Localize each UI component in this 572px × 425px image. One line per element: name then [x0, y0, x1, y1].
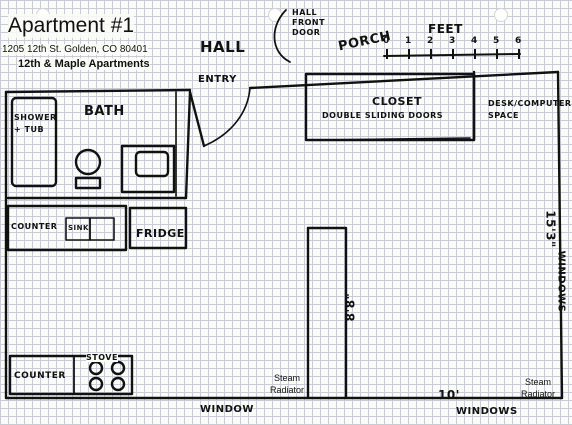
scale-tick — [474, 49, 476, 59]
scale-tick-label: 5 — [493, 36, 500, 46]
label-window-left: WINDOW — [200, 404, 254, 415]
label-shower-tub: SHOWER + TUB — [14, 113, 57, 134]
label-closet: CLOSET — [372, 95, 422, 108]
bath-sink-basin — [134, 150, 170, 178]
toilet-bowl — [74, 148, 102, 176]
scale-tick-label: 6 — [515, 36, 522, 46]
scale-tick-label: 1 — [405, 36, 412, 46]
toilet-tank — [74, 176, 102, 190]
wall-right — [556, 70, 564, 400]
scale-tick — [452, 49, 454, 59]
label-steam-radiator-left: Steam Radiator — [269, 373, 305, 395]
scale-tick-label: 2 — [427, 36, 434, 46]
wall-top-right — [248, 70, 560, 90]
dimension-height: 8'8" — [343, 292, 358, 322]
scale-tick — [496, 49, 498, 59]
label-sink: SINK — [68, 224, 89, 232]
counter-top-outline — [6, 204, 128, 252]
apartment-complex: 12th & Maple Apartments — [18, 58, 150, 70]
shower-tub-outline — [10, 96, 58, 188]
label-counter-bottom: COUNTER — [14, 371, 66, 381]
label-closet-doors: DOUBLE SLIDING DOORS — [322, 111, 444, 120]
apartment-title: Apartment #1 — [8, 14, 135, 38]
label-feet: FEET — [428, 22, 463, 36]
label-steam-radiator-right: Steam Radiator — [520, 377, 556, 399]
burner-3 — [88, 376, 104, 392]
scale-tick — [408, 49, 410, 59]
dimension-side: 15'3" — [543, 210, 558, 248]
bottom-counter-outline — [8, 354, 134, 396]
wall-top-left — [4, 88, 192, 94]
scale-tick — [386, 49, 388, 59]
closet-sliding-door-track — [319, 137, 471, 141]
burner-4 — [110, 376, 126, 392]
label-entry: ENTRY — [198, 74, 237, 85]
label-fridge: FRIDGE — [136, 227, 185, 240]
label-windows-right: WINDOWS — [555, 250, 567, 313]
label-counter-top: COUNTER — [11, 222, 58, 231]
bath-sink-cabinet — [120, 144, 176, 194]
bath-wall-right — [184, 90, 192, 200]
entry-door-swing — [203, 87, 251, 147]
partition-wall — [306, 226, 348, 400]
label-desk-space: DESK/COMPUTER SPACE — [488, 99, 572, 120]
apartment-address: 1205 12th St. Golden, CO 80401 — [2, 44, 148, 55]
entry-door-leaf — [188, 90, 206, 148]
fridge-outline — [128, 206, 188, 250]
scale-tick-label: 4 — [471, 36, 478, 46]
binder-hole-right — [494, 8, 508, 22]
dimension-width: 10' — [438, 388, 460, 402]
burner-1 — [88, 360, 104, 376]
label-hall-front-door: HALL FRONT DOOR — [292, 8, 326, 37]
scale-tick — [518, 49, 520, 59]
label-windows-bottom: WINDOWS — [456, 406, 518, 417]
scale-tick-label: 0 — [383, 36, 390, 46]
label-bath: BATH — [84, 104, 125, 119]
hall-front-door-arc — [273, 9, 291, 63]
sink-basin-right — [89, 217, 115, 241]
scale-tick-label: 3 — [449, 36, 456, 46]
burner-2 — [110, 360, 126, 376]
scale-tick — [430, 49, 432, 59]
label-stove: STOVE — [86, 353, 118, 362]
label-hall: HALL — [200, 38, 246, 56]
